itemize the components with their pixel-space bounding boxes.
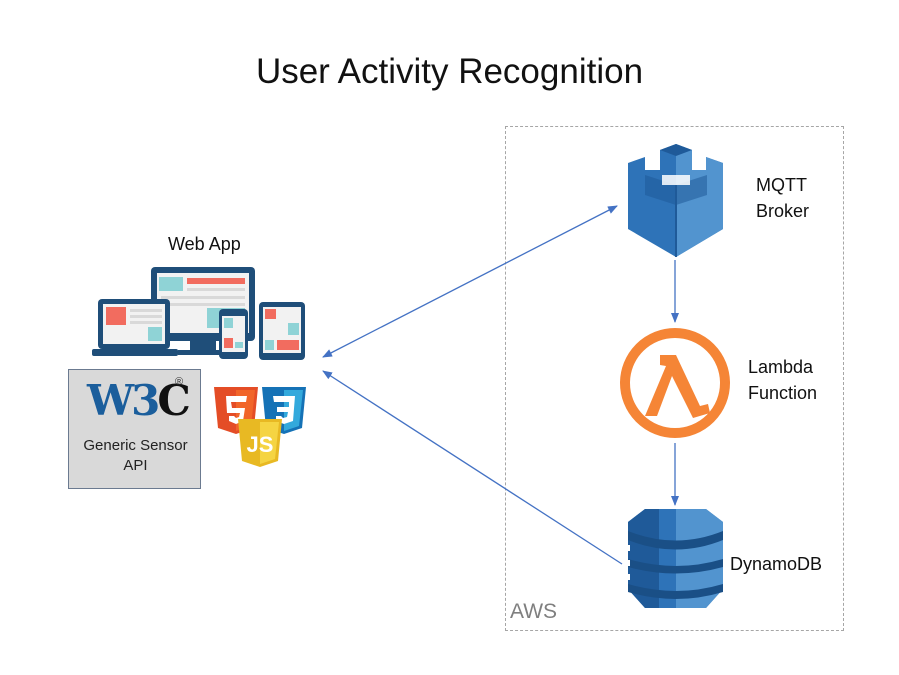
- js-glyph: JS: [247, 432, 274, 457]
- w3c-caption: Generic Sensor API: [69, 436, 202, 476]
- aws-iot-castle-icon: [628, 144, 723, 257]
- lambda-icon: [620, 328, 730, 438]
- w3c-caption-line1: Generic Sensor: [83, 437, 188, 454]
- responsive-devices-icon: [92, 267, 305, 360]
- w3c-caption-line2: API: [123, 457, 148, 474]
- w3c-generic-sensor-api-box: W3C ® Generic Sensor API: [68, 369, 201, 489]
- aws-group-boundary: [505, 126, 844, 631]
- mqtt-label-line1: MQTT: [756, 175, 807, 195]
- html5-icon: [214, 387, 258, 434]
- web-app-label: Web App: [168, 234, 241, 254]
- lambda-function-label: Lambda Function: [748, 354, 817, 406]
- javascript-icon: JS: [238, 419, 282, 467]
- dynamodb-label: DynamoDB: [730, 554, 823, 574]
- mqtt-broker-label: MQTT Broker: [756, 172, 809, 224]
- aws-group-label: AWS: [510, 600, 558, 623]
- edge-webapp-mqtt: [322, 205, 618, 358]
- edge-dynamodb-webapp: [322, 370, 623, 565]
- w3c-logo-icon: W3C: [87, 376, 191, 425]
- mqtt-label-line2: Broker: [756, 201, 810, 221]
- lambda-label-line1: Lambda: [748, 357, 814, 377]
- lambda-label-line2: Function: [748, 383, 818, 403]
- diagram-title: User Activity Recognition: [255, 52, 644, 91]
- dynamodb-icon: [624, 509, 723, 608]
- registered-mark: ®: [175, 376, 184, 388]
